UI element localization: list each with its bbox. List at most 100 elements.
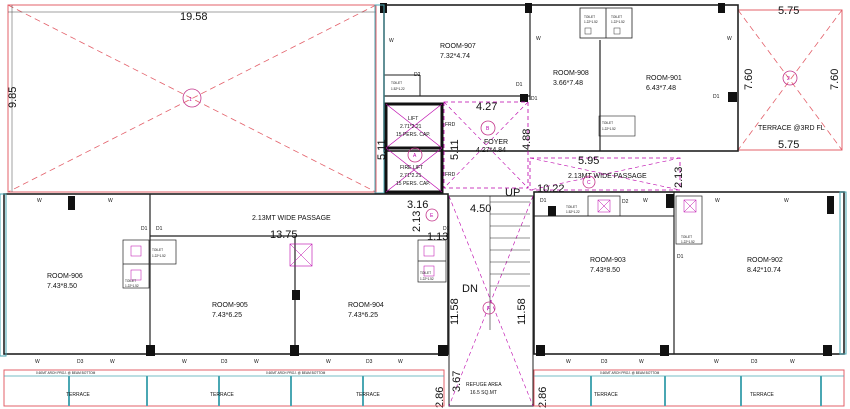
- room-902-size: 8.42*10.74: [747, 267, 781, 274]
- toilet-b-name: TOILET: [584, 15, 595, 19]
- room-903-size: 7.43*8.50: [590, 267, 620, 274]
- marker-e-label: E: [430, 213, 434, 219]
- window-905-bottom-right: W: [254, 359, 259, 365]
- dimension-2-13-left: 2.13: [411, 211, 423, 232]
- window-904-bottom-right: W: [398, 359, 403, 365]
- right-wing: ROOM-903 7.43*8.50 ROOM-902 8.42*10.74 T…: [533, 191, 847, 365]
- room-906-name: ROOM-906: [47, 273, 83, 280]
- window-906-bottom-right: W: [110, 359, 115, 365]
- right-passage: 5.95 2.13MT WIDE PASSAGE C 2.13 10.22: [529, 155, 685, 195]
- door-d3-905: D3: [221, 359, 228, 365]
- marker-a-label: A: [413, 153, 417, 159]
- door-d1-903: D1: [540, 198, 547, 204]
- door-d3-906: D3: [77, 359, 84, 365]
- dimension-3-16: 3.16: [407, 199, 428, 211]
- terrace-label-5: TERRACE: [750, 392, 775, 398]
- dimension-5-75-top: 5.75: [778, 5, 799, 17]
- terrace-label-1: TERRACE: [66, 392, 91, 398]
- dimension-7-60-right: 7.60: [829, 69, 841, 90]
- dimension-9-85: 9.85: [7, 87, 19, 108]
- bottom-terrace: 0.60MT ARCH PROJ. @ BEAM BOTTOM 0.60MT A…: [3, 369, 845, 407]
- dimension-11-58-right: 11.58: [516, 298, 528, 325]
- door-d1-907: D1: [516, 82, 523, 88]
- toilet-d-size: 1.22*1.52: [602, 127, 616, 131]
- dimension-5-11-right: 5.11: [449, 139, 461, 160]
- lift-name: LIFT: [408, 116, 418, 122]
- toilet-e-size: 1.22*1.52: [152, 254, 166, 258]
- window-902-top: W: [715, 198, 720, 204]
- dimension-10-22: 10.22: [537, 183, 565, 195]
- refuge-area-name: REFUGE AREA: [466, 382, 502, 388]
- toilet-c-name: TOILET: [611, 15, 622, 19]
- door-d3-903: D3: [601, 359, 608, 365]
- window-906-top-right: W: [108, 198, 113, 204]
- window-902-bottom: W: [714, 359, 719, 365]
- toilet-c-size: 1.22*1.52: [611, 20, 625, 24]
- marker-circle-2: [782, 70, 798, 86]
- room-901-size: 6.43*7.48: [646, 85, 676, 92]
- marker-circle-1: [182, 88, 202, 108]
- marker-circle-b: [480, 120, 496, 136]
- marker-circle-a: [407, 147, 423, 163]
- top-left-terrace: 1 19.58 9.85: [7, 4, 377, 193]
- window-label-908: W: [536, 36, 541, 42]
- toilet-g-size: 1.22*1.52: [420, 277, 434, 281]
- dimension-5-75-bottom: 5.75: [778, 139, 799, 151]
- toilet-b-size: 1.22*1.52: [584, 20, 598, 24]
- dimension-2-13-right: 2.13: [673, 167, 685, 188]
- room-902-name: ROOM-902: [747, 257, 783, 264]
- marker-2-label: 2: [787, 76, 790, 82]
- window-903-bottom-right: W: [639, 359, 644, 365]
- top-rooms: ROOM-907 7.32*4.74 ROOM-908 3.66*7.48 RO…: [374, 3, 739, 194]
- terrace-3rd-floor: 2 5.75 5.75 7.60 7.60 TERRACE @3RD FL: [737, 5, 843, 151]
- door-d2-toilet-a: D2: [414, 72, 421, 78]
- room-904-name: ROOM-904: [348, 302, 384, 309]
- frd-label-top: FRD: [445, 122, 456, 128]
- dimension-4-88: 4.88: [521, 129, 533, 150]
- room-901-name: ROOM-901: [646, 75, 682, 82]
- door-d3-904: D3: [366, 359, 373, 365]
- left-passage-label: 2.13MT WIDE PASSAGE: [252, 215, 331, 222]
- toilet-f-size: 1.22*1.52: [125, 284, 139, 288]
- beam-note-3: 0.60MT ARCH PROJ. @ BEAM BOTTOM: [600, 371, 660, 375]
- window-906-top: W: [37, 198, 42, 204]
- room-905-name: ROOM-905: [212, 302, 248, 309]
- fire-lift-size: 2.71*2.21: [400, 173, 422, 179]
- dimension-2-86-right: 2.86: [537, 387, 549, 408]
- marker-circle-f: [482, 301, 496, 315]
- refuge-area-size: 16.5 SQ.MT: [470, 390, 497, 396]
- terrace-3rd-floor-label: TERRACE @3RD FL: [758, 125, 825, 132]
- window-904-bottom: W: [326, 359, 331, 365]
- dimension-3-67: 3.67: [451, 371, 463, 392]
- door-d1-901: D1: [713, 94, 720, 100]
- door-d1-908: D1: [531, 96, 538, 102]
- room-907-size: 7.32*4.74: [440, 53, 470, 60]
- marker-1-label: 1: [189, 97, 192, 103]
- door-d3-902: D3: [751, 359, 758, 365]
- toilet-g-name: TOILET: [420, 271, 431, 275]
- toilet-e-name: TOILET: [152, 248, 163, 252]
- door-d1-905: D1: [156, 226, 163, 232]
- terrace-label-2: TERRACE: [210, 392, 235, 398]
- beam-note-1: 0.60MT ARCH PROJ. @ BEAM BOTTOM: [36, 371, 96, 375]
- room-908-size: 3.66*7.48: [553, 80, 583, 87]
- toilet-a-size: 1.52*1.22: [391, 87, 405, 91]
- dimension-4-27: 4.27: [476, 101, 497, 113]
- toilet-d-name: TOILET: [602, 121, 613, 125]
- marker-c-label: C: [587, 180, 591, 186]
- room-906-size: 7.43*8.50: [47, 283, 77, 290]
- dimension-4-50: 4.50: [470, 203, 491, 215]
- dimension-5-11-left: 5.11: [376, 139, 388, 160]
- toilet-a-name: TOILET: [391, 81, 402, 85]
- door-d2-903: D2: [622, 199, 629, 205]
- dimension-13-75: 13.75: [270, 229, 298, 241]
- toilet-h-size: 1.52*1.22: [566, 210, 580, 214]
- room-908-name: ROOM-908: [553, 70, 589, 77]
- beam-note-2: 0.60MT ARCH PROJ. @ BEAM BOTTOM: [266, 371, 326, 375]
- terrace-posts: [68, 376, 822, 406]
- dimension-1-13: 1.13: [427, 231, 448, 243]
- room-905-size: 7.43*6.25: [212, 312, 242, 319]
- room-907-name: ROOM-907: [440, 43, 476, 50]
- lift-size: 2.71*2.21: [400, 124, 422, 130]
- marker-b-label: B: [486, 126, 490, 132]
